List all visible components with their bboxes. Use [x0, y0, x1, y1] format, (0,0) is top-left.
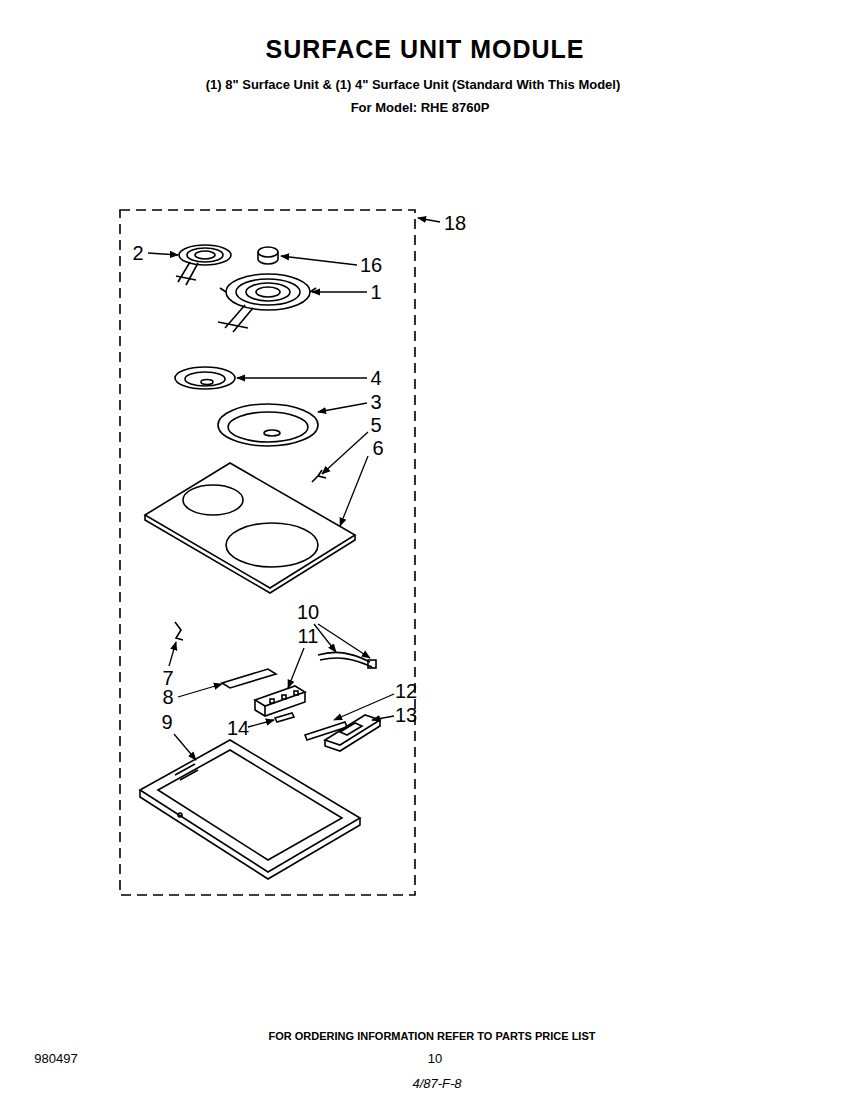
- large-surface-unit: [218, 274, 316, 332]
- footer-note: FOR ORDERING INFORMATION REFER TO PARTS …: [269, 1030, 596, 1042]
- callout-number: 11: [298, 625, 319, 647]
- callout-number: 6: [372, 437, 383, 459]
- callout-number: 2: [132, 242, 143, 264]
- callout-number: 4: [370, 367, 381, 389]
- document-number: 980497: [34, 1052, 77, 1066]
- module-outline: [120, 210, 415, 895]
- cooktop-panel: [145, 463, 355, 593]
- small-drip-bowl: [175, 367, 235, 389]
- pin: [275, 713, 294, 722]
- base-tray: [140, 740, 360, 879]
- callout-number: 16: [360, 254, 382, 276]
- surface-unit-knob-part: [258, 247, 278, 264]
- callout-number: 9: [161, 711, 172, 733]
- large-drip-bowl: [218, 404, 318, 446]
- title: SURFACE UNIT MODULE: [266, 36, 585, 64]
- callout-number: 7: [162, 667, 173, 689]
- callout-number: 5: [370, 414, 381, 436]
- wire-connector: [368, 660, 376, 668]
- leader-lines: [148, 218, 440, 760]
- switch-block: [255, 686, 305, 716]
- callout-number: 18: [444, 212, 466, 234]
- clip: [175, 622, 183, 640]
- small-surface-unit: [176, 245, 231, 285]
- page-number: 10: [428, 1052, 442, 1066]
- callout-number: 14: [227, 717, 249, 739]
- bracket: [325, 715, 380, 751]
- model-number: For Model: RHE 8760P: [351, 101, 490, 115]
- callout-number: 13: [395, 704, 417, 726]
- bracket: [222, 669, 276, 688]
- callout-number: 3: [370, 391, 381, 413]
- callout-number: 8: [162, 686, 173, 708]
- callout-number: 12: [395, 680, 417, 702]
- callout-number: 1: [370, 281, 381, 303]
- subtitle: (1) 8" Surface Unit & (1) 4" Surface Uni…: [206, 78, 621, 92]
- callout-number: 10: [297, 601, 319, 623]
- date-code: 4/87-F-8: [412, 1077, 461, 1091]
